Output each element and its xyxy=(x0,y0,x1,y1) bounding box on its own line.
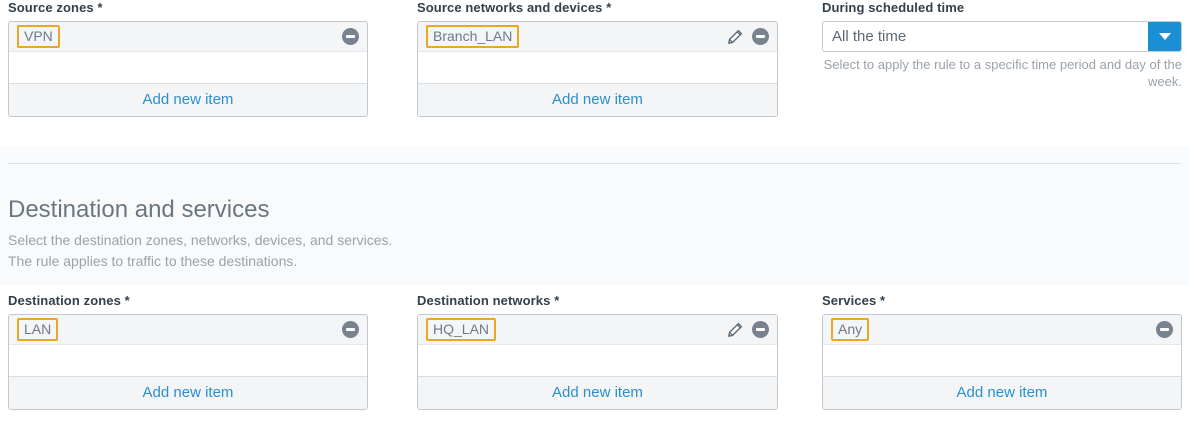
label-text: Destination zones xyxy=(8,293,121,308)
label-scheduled-time: During scheduled time xyxy=(822,0,1182,16)
add-new-item-row[interactable]: Add new item xyxy=(418,84,777,116)
label-services: Services * xyxy=(822,293,1182,309)
label-text: Source networks and devices xyxy=(417,0,603,15)
add-new-item-link[interactable]: Add new item xyxy=(552,384,643,401)
listbox-destination-zones: LAN Add new item xyxy=(8,314,368,410)
label-destination-zones: Destination zones * xyxy=(8,293,368,309)
destination-section-banner: Destination and services Select the dest… xyxy=(0,146,1189,285)
list-empty-row[interactable] xyxy=(9,345,367,377)
item-chip-label: LAN xyxy=(17,318,59,341)
list-item[interactable]: VPN xyxy=(9,22,367,52)
section-subtitle-line-2: The rule applies to traffic to these des… xyxy=(8,253,298,269)
item-actions xyxy=(342,28,359,45)
remove-icon[interactable] xyxy=(1156,321,1173,338)
item-chip-label: HQ_LAN xyxy=(426,318,497,341)
add-new-item-row[interactable]: Add new item xyxy=(823,377,1181,409)
required-marker: * xyxy=(880,293,886,308)
scheduled-time-value: All the time xyxy=(832,27,907,45)
listbox-services: Any Add new item xyxy=(822,314,1182,410)
remove-icon[interactable] xyxy=(752,321,769,338)
item-actions xyxy=(727,321,769,338)
field-source-zones: Source zones * VPN Add new item xyxy=(8,0,368,117)
add-new-item-link[interactable]: Add new item xyxy=(552,91,643,108)
field-services: Services * Any Add new item xyxy=(822,293,1182,410)
label-text: Source zones xyxy=(8,0,94,15)
field-destination-zones: Destination zones * LAN Add new item xyxy=(8,293,368,410)
edit-pencil-icon[interactable] xyxy=(727,322,743,338)
listbox-source-zones: VPN Add new item xyxy=(8,21,368,117)
source-row: Source zones * VPN Add new item Source n… xyxy=(0,0,1189,146)
item-chip-label: VPN xyxy=(17,25,60,48)
list-item[interactable]: Branch_LAN xyxy=(418,22,777,52)
list-empty-row[interactable] xyxy=(418,345,777,377)
section-title: Destination and services xyxy=(8,196,270,223)
section-subtitle-line-1: Select the destination zones, networks, … xyxy=(8,232,393,248)
field-source-networks: Source networks and devices * Branch_LAN xyxy=(417,0,778,117)
listbox-source-networks: Branch_LAN Add new item xyxy=(417,21,778,117)
item-actions xyxy=(1156,321,1173,338)
list-empty-row[interactable] xyxy=(418,52,777,84)
item-chip-label: Branch_LAN xyxy=(426,25,520,48)
listbox-destination-networks: HQ_LAN Add new item xyxy=(417,314,778,410)
section-divider xyxy=(8,163,1181,164)
add-new-item-link[interactable]: Add new item xyxy=(142,91,234,108)
label-destination-networks: Destination networks * xyxy=(417,293,778,309)
label-source-networks: Source networks and devices * xyxy=(417,0,778,16)
remove-icon[interactable] xyxy=(342,28,359,45)
list-item[interactable]: Any xyxy=(823,315,1181,345)
section-subtitle: Select the destination zones, networks, … xyxy=(8,230,392,272)
remove-icon[interactable] xyxy=(752,28,769,45)
edit-pencil-icon[interactable] xyxy=(727,29,743,45)
add-new-item-row[interactable]: Add new item xyxy=(418,377,777,409)
field-destination-networks: Destination networks * HQ_LAN xyxy=(417,293,778,410)
field-scheduled-time: During scheduled time All the time Selec… xyxy=(822,0,1182,90)
item-actions xyxy=(342,321,359,338)
label-text: Destination networks xyxy=(417,293,551,308)
required-marker: * xyxy=(97,0,103,15)
add-new-item-link[interactable]: Add new item xyxy=(956,384,1048,401)
label-text: During scheduled time xyxy=(822,0,965,15)
add-new-item-row[interactable]: Add new item xyxy=(9,84,367,116)
label-text: Services xyxy=(822,293,877,308)
required-marker: * xyxy=(554,293,560,308)
required-marker: * xyxy=(124,293,130,308)
chevron-down-icon xyxy=(1158,33,1171,40)
add-new-item-link[interactable]: Add new item xyxy=(142,384,234,401)
destination-row: Destination zones * LAN Add new item Des… xyxy=(0,293,1189,421)
item-chip-label: Any xyxy=(831,318,870,341)
scheduled-time-help-text: Select to apply the rule to a specific t… xyxy=(823,57,1182,89)
list-empty-row[interactable] xyxy=(823,345,1181,377)
label-source-zones: Source zones * xyxy=(8,0,368,16)
list-empty-row[interactable] xyxy=(9,52,367,84)
remove-icon[interactable] xyxy=(342,321,359,338)
dropdown-toggle-button[interactable] xyxy=(1148,22,1181,51)
required-marker: * xyxy=(606,0,612,15)
list-item[interactable]: HQ_LAN xyxy=(418,315,777,345)
list-item[interactable]: LAN xyxy=(9,315,367,345)
item-actions xyxy=(727,28,769,45)
add-new-item-row[interactable]: Add new item xyxy=(9,377,367,409)
scheduled-time-select[interactable]: All the time xyxy=(822,21,1182,52)
